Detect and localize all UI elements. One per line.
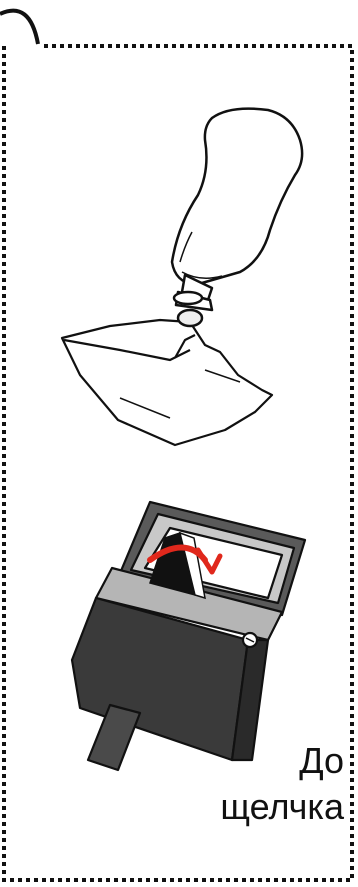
caption-line-1: До	[204, 738, 344, 784]
caption-text: До щелчка	[204, 738, 344, 830]
caption-line-2: щелчка	[204, 784, 344, 830]
corner-curve	[0, 11, 38, 44]
cleaning-cloth-icon	[62, 320, 272, 445]
dropper-bottle-icon	[172, 109, 302, 326]
